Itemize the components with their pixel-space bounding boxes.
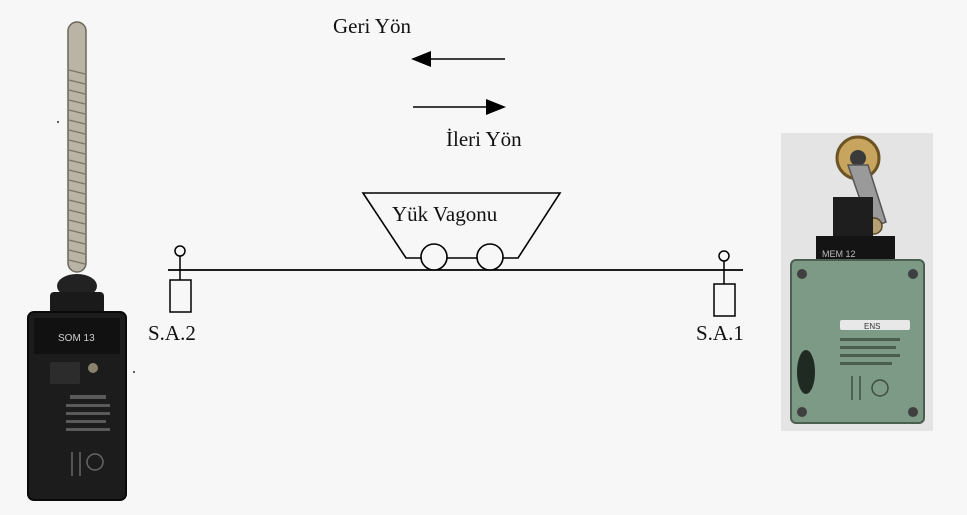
right-device-brand: ENS	[864, 322, 880, 331]
left-device-marking: SOM 13	[58, 333, 95, 344]
body-engraving-green	[840, 338, 900, 365]
head-block	[833, 197, 873, 242]
roller-axle	[850, 150, 866, 166]
body-symbol-green	[871, 379, 889, 397]
spring-rod	[67, 21, 87, 273]
limit-switch-symbol-left	[169, 245, 192, 313]
left-limit-switch-photo: SOM 13	[27, 21, 127, 501]
wagon-wheel-right	[476, 243, 504, 271]
body-symbol	[86, 453, 104, 471]
limit-switch-symbol-right	[713, 250, 736, 317]
wagon-body	[361, 192, 562, 259]
forward-arrow	[413, 99, 506, 115]
switch-body-green	[790, 259, 925, 424]
body-engraving	[66, 395, 110, 431]
actuator-base	[50, 292, 104, 314]
backward-direction-label: Geri Yön	[333, 14, 411, 38]
right-device-marking: MEM 12	[822, 249, 856, 259]
wagon-label: Yük Vagonu	[392, 202, 498, 226]
body-screw-2	[908, 269, 918, 279]
body-window	[50, 362, 80, 384]
wagon-wheel-left	[420, 243, 448, 271]
body-screw-4	[908, 407, 918, 417]
body-screw-1	[797, 269, 807, 279]
body-screw	[88, 363, 98, 373]
body-screw-3	[797, 407, 807, 417]
load-wagon: Yük Vagonu	[361, 192, 562, 271]
switch-label-left: S.A.2	[148, 321, 196, 345]
forward-direction-label: İleri Yön	[446, 127, 522, 151]
body-top-panel	[34, 318, 120, 354]
cable-entry	[797, 350, 815, 394]
backward-arrow	[411, 51, 505, 67]
switch-label-right: S.A.1	[696, 321, 744, 345]
brand-plate	[840, 320, 910, 330]
spring-coils	[68, 69, 86, 265]
right-limit-switch-photo: MEM 12 ENS	[781, 133, 933, 431]
